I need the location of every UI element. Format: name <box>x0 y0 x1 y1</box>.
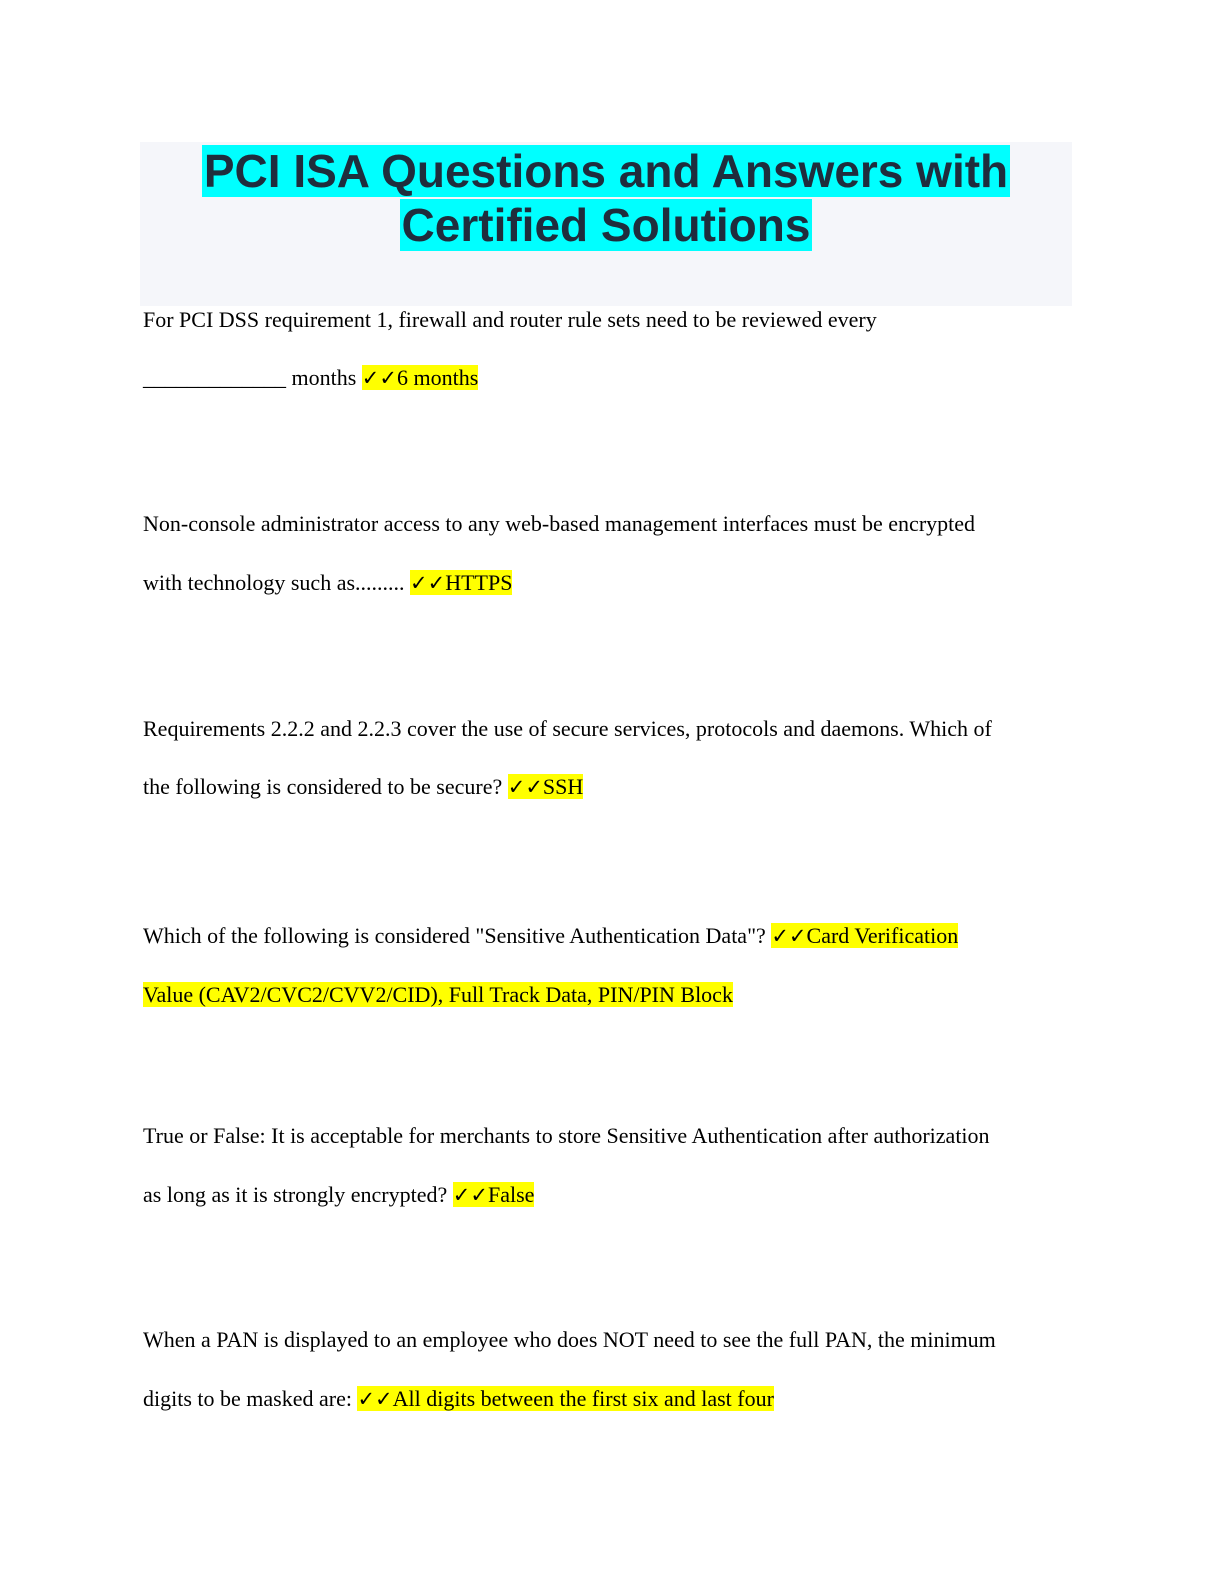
question-6-text: digits to be masked are: <box>143 1386 358 1411</box>
answer-1: ✓✓6 months <box>361 365 479 390</box>
answer-5-text: False <box>487 1182 535 1207</box>
question-5-text: as long as it is strongly encrypted? <box>143 1182 453 1207</box>
question-4-line-1: Which of the following is considered "Se… <box>143 921 1083 951</box>
answer-6-text: All digits between the first six and las… <box>392 1386 774 1411</box>
question-5-line-2: as long as it is strongly encrypted? ✓✓F… <box>143 1180 1083 1210</box>
question-4-line-2: Value (CAV2/CVC2/CVV2/CID), Full Track D… <box>143 980 1083 1010</box>
title-text-2: Certified Solutions <box>399 199 813 251</box>
question-3-line-1: Requirements 2.2.2 and 2.2.3 cover the u… <box>143 716 992 741</box>
answer-2: ✓✓HTTPS <box>410 570 513 595</box>
question-2-line-2: with technology such as......... ✓✓HTTPS <box>143 568 1083 598</box>
question-6-line-1: When a PAN is displayed to an employee w… <box>143 1327 996 1352</box>
title-text-1: PCI ISA Questions and Answers with <box>201 145 1011 197</box>
title-block: PCI ISA Questions and Answers with Certi… <box>140 142 1072 306</box>
question-3-text: the following is considered to be secure… <box>143 774 508 799</box>
answer-3: ✓✓SSH <box>507 774 584 799</box>
check-icon: ✓✓ <box>452 1183 488 1207</box>
answer-3-text: SSH <box>542 774 584 799</box>
title-line-1: PCI ISA Questions and Answers with <box>140 144 1072 198</box>
answer-2-text: HTTPS <box>445 570 513 595</box>
check-icon: ✓✓ <box>410 571 446 595</box>
check-icon: ✓✓ <box>507 775 543 799</box>
question-5-line-1: True or False: It is acceptable for merc… <box>143 1123 990 1148</box>
question-1-text: _____________ months <box>143 365 362 390</box>
title-line-2: Certified Solutions <box>140 198 1072 252</box>
question-1-line-2: _____________ months ✓✓6 months <box>143 363 1083 393</box>
answer-5: ✓✓False <box>452 1182 535 1207</box>
answer-4-text-2: Value (CAV2/CVC2/CVV2/CID), Full Track D… <box>143 982 733 1007</box>
check-icon: ✓✓ <box>357 1387 393 1411</box>
question-2-line-1: Non-console administrator access to any … <box>143 511 976 536</box>
answer-4: ✓✓Card Verification <box>771 923 959 948</box>
question-1-line-1: For PCI DSS requirement 1, firewall and … <box>143 307 877 332</box>
question-4-text: Which of the following is considered "Se… <box>143 923 772 948</box>
check-icon: ✓✓ <box>361 366 397 390</box>
check-icon: ✓✓ <box>771 924 807 948</box>
question-2-text: with technology such as......... <box>143 570 411 595</box>
question-3-line-2: the following is considered to be secure… <box>143 772 1083 802</box>
question-6-line-2: digits to be masked are: ✓✓All digits be… <box>143 1384 1083 1414</box>
answer-1-text: 6 months <box>397 365 479 390</box>
answer-4-text-1: Card Verification <box>806 923 959 948</box>
answer-6: ✓✓All digits between the first six and l… <box>357 1386 774 1411</box>
